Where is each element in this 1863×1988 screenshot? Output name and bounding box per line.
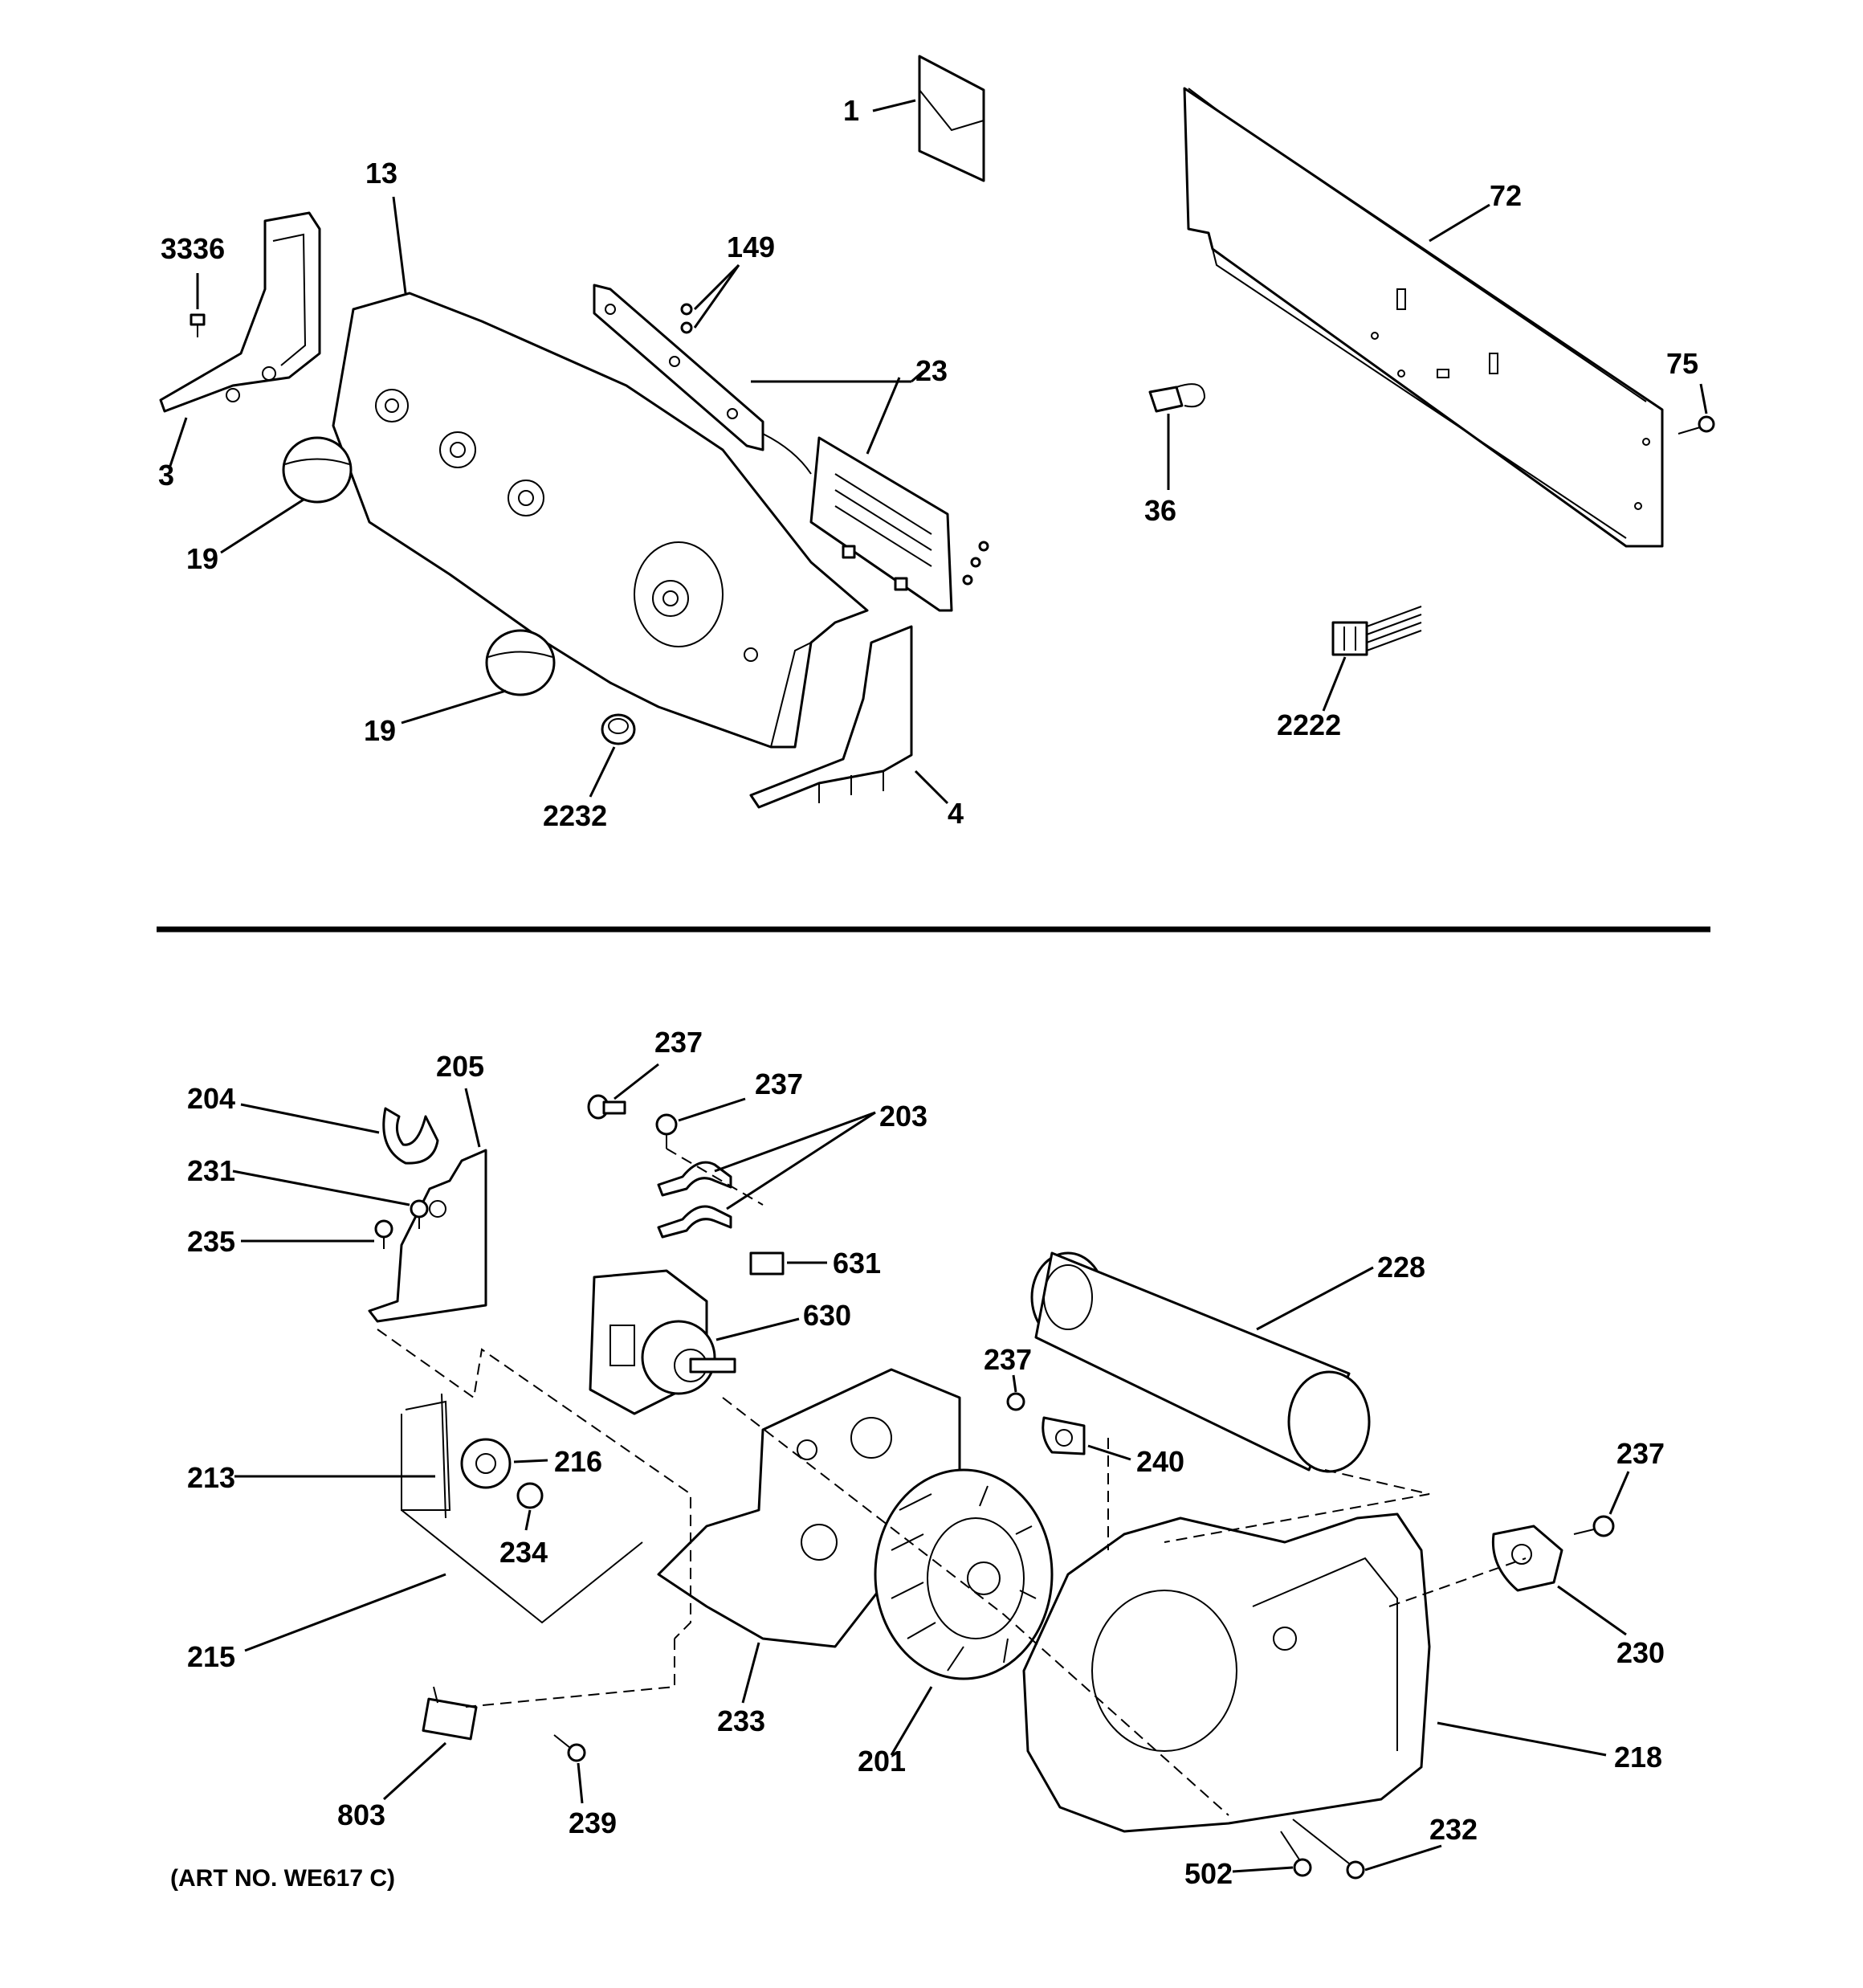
part-237-screw-d	[1573, 1515, 1615, 1537]
part-13-console	[332, 292, 869, 749]
part-203-clamps	[657, 1161, 732, 1239]
part-216-pulley	[460, 1438, 512, 1489]
part-3-end-cap	[159, 211, 321, 413]
callout-3: 3	[158, 459, 174, 492]
callout-232: 232	[1429, 1813, 1478, 1846]
callout-149: 149	[727, 231, 775, 263]
callout-labels: 1 3336 13 149 23 72 75 3 19 36 19 2222 2…	[158, 94, 1698, 1890]
part-234-spacer	[516, 1482, 544, 1509]
callout-213: 213	[187, 1461, 235, 1494]
board-screws	[962, 541, 989, 586]
part-231-screw	[410, 1199, 429, 1229]
callout-218: 218	[1614, 1741, 1662, 1774]
callout-237-c: 237	[984, 1343, 1032, 1376]
part-213-belt	[401, 1393, 451, 1519]
callout-1: 1	[843, 94, 859, 127]
part-2222-connector	[1331, 606, 1422, 656]
part-803-switch	[422, 1686, 478, 1741]
part-205-bracket	[368, 1149, 487, 1323]
part-75-screw	[1678, 415, 1715, 435]
callout-231: 231	[187, 1154, 235, 1187]
callout-201: 201	[858, 1745, 906, 1778]
callout-36: 36	[1144, 494, 1176, 527]
callout-4: 4	[948, 797, 964, 830]
part-218-housing-rear	[1022, 1512, 1431, 1833]
part-3336-screw	[190, 313, 206, 337]
callout-19-lower: 19	[364, 714, 396, 747]
part-36-plug	[1148, 383, 1206, 413]
part-237-screw-c	[1006, 1392, 1025, 1411]
part-201-blower-wheel	[874, 1468, 1054, 1680]
callout-237-a: 237	[654, 1026, 703, 1059]
part-1-envelope	[918, 55, 985, 182]
callout-230: 230	[1616, 1636, 1665, 1669]
part-72-rear-panel	[1183, 87, 1664, 548]
part-237-screw-a	[587, 1094, 626, 1120]
callout-237-b: 237	[755, 1067, 803, 1100]
part-19-knob-lower	[485, 629, 556, 696]
callout-72: 72	[1490, 179, 1522, 212]
callout-204: 204	[187, 1082, 235, 1115]
callout-233: 233	[717, 1704, 765, 1737]
callout-240: 240	[1136, 1445, 1184, 1478]
part-19-knob-upper	[282, 436, 353, 504]
callout-19-upper: 19	[186, 542, 218, 575]
callout-3336: 3336	[161, 232, 225, 265]
callout-216: 216	[554, 1445, 602, 1478]
part-631-capacitor	[749, 1251, 785, 1276]
callout-803: 803	[337, 1798, 385, 1831]
part-630-motor	[589, 1269, 736, 1415]
part-228-duct	[1030, 1251, 1371, 1473]
callout-234: 234	[499, 1536, 548, 1569]
callout-239: 239	[569, 1806, 617, 1839]
part-502-screw	[1280, 1831, 1312, 1877]
callout-2222: 2222	[1277, 708, 1341, 741]
callout-75: 75	[1666, 347, 1698, 380]
part-230-thermostat	[1491, 1525, 1563, 1592]
callout-203: 203	[879, 1100, 927, 1133]
part-235-screw	[374, 1219, 393, 1249]
part-215-idler-arm	[401, 1509, 643, 1624]
callout-502: 502	[1184, 1857, 1233, 1890]
part-2232-button	[601, 713, 636, 745]
assembly-lines	[377, 1329, 1527, 1816]
callout-23: 23	[915, 354, 948, 387]
callout-13: 13	[365, 157, 397, 190]
callout-630: 630	[803, 1299, 851, 1332]
callout-2232: 2232	[543, 799, 607, 832]
callout-228: 228	[1377, 1251, 1425, 1284]
part-23-control-boards	[593, 284, 953, 612]
part-237-screw-b	[655, 1113, 678, 1149]
part-239-screw	[553, 1734, 586, 1762]
part-4-end-cap	[749, 625, 913, 809]
callout-237-d: 237	[1616, 1437, 1665, 1470]
callout-215: 215	[187, 1640, 235, 1673]
part-240-thermostat	[1042, 1416, 1086, 1455]
part-232-screw	[1292, 1819, 1365, 1880]
art-number-caption: (ART NO. WE617 C)	[170, 1865, 395, 1892]
part-204-clip	[382, 1107, 439, 1165]
callout-235: 235	[187, 1225, 235, 1258]
callout-631: 631	[833, 1247, 881, 1280]
part-149-screws	[680, 303, 693, 334]
callout-205: 205	[436, 1050, 484, 1083]
